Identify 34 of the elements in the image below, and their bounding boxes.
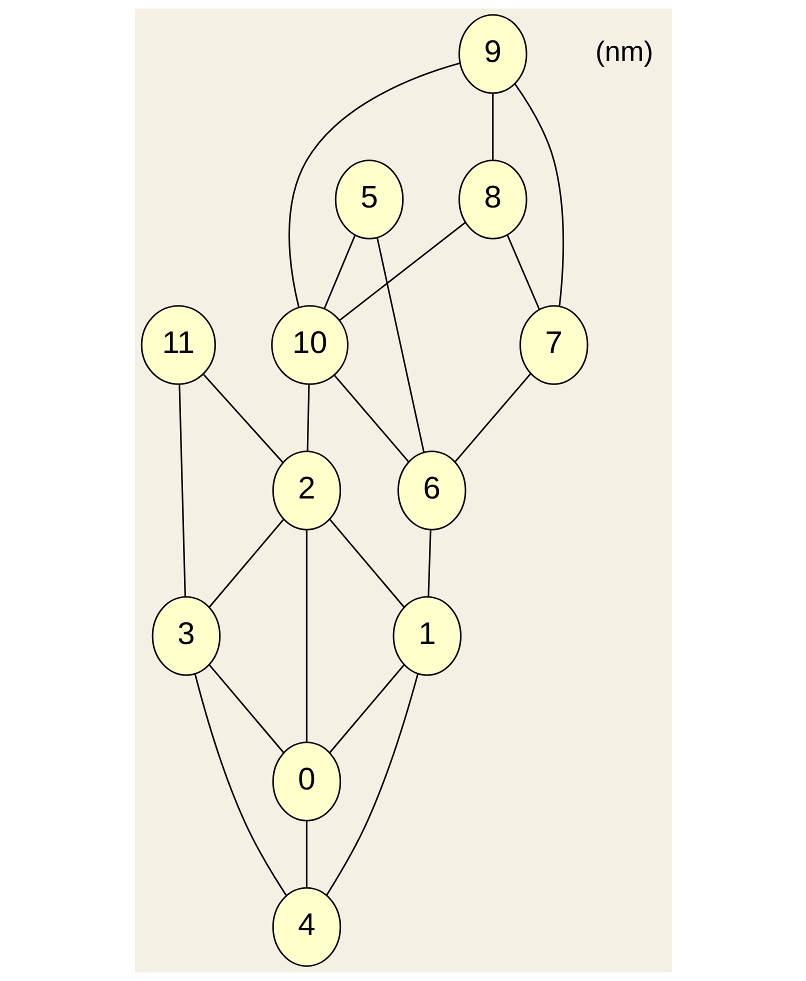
connector [514, 84, 564, 306]
node-ellipse: 5 [334, 160, 404, 240]
connector [202, 374, 283, 463]
node-ellipse: 3 [151, 596, 220, 676]
node-circle: 10 [270, 305, 348, 385]
connector [208, 519, 284, 608]
node-ellipse: 9 [458, 14, 527, 94]
connector [323, 235, 356, 310]
connector [306, 384, 310, 452]
node-ellipse: 0 [272, 742, 341, 822]
connector [305, 821, 307, 888]
connector [376, 237, 424, 452]
connector [328, 519, 404, 608]
node-ellipse: 6 [396, 450, 466, 530]
connector [194, 674, 287, 896]
node-ellipse: 7 [518, 305, 588, 385]
connector [288, 62, 460, 308]
node-ellipse: 4 [272, 887, 341, 967]
connector [325, 674, 418, 896]
connector [333, 374, 409, 462]
node-ellipse: 2 [272, 450, 341, 530]
node-ellipse: 8 [458, 160, 527, 240]
label: (nm) [594, 36, 653, 67]
connector [328, 664, 404, 754]
connector [492, 94, 494, 160]
connector [178, 384, 186, 597]
node-ellipse: 1 [392, 596, 462, 676]
connector [454, 374, 530, 462]
connector [208, 664, 284, 754]
node-circle: 11 [140, 305, 216, 385]
connector [427, 530, 431, 597]
connector [305, 530, 307, 742]
connector [338, 222, 466, 321]
connector [506, 235, 540, 310]
